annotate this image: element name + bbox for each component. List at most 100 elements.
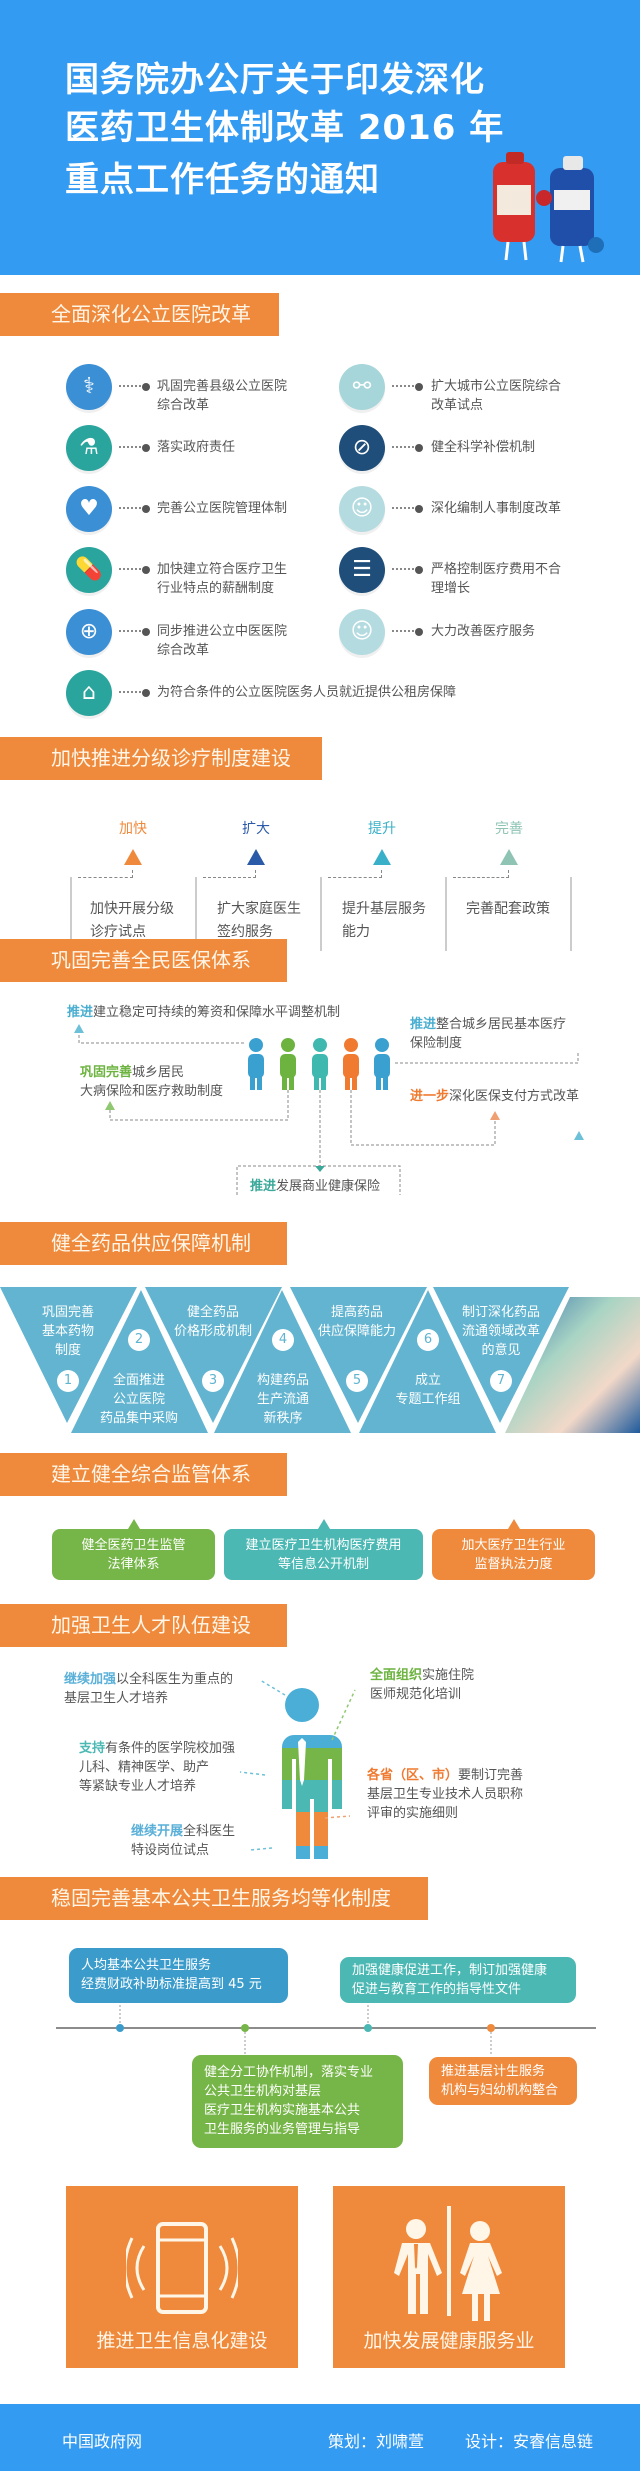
timeline [56, 2005, 596, 2055]
reform-item-text: 严格控制医疗费用不合 [431, 562, 562, 577]
text: 机构与妇幼机构整合 [441, 2083, 559, 2098]
dotted-leader [119, 687, 145, 693]
flask-icon: ⚗ [66, 425, 112, 471]
vibrating-phone-icon [126, 2222, 238, 2314]
bracket-line [203, 870, 256, 878]
dotted-leader [392, 626, 418, 632]
drug-step-line: 药品集中采购 [99, 1411, 178, 1426]
highlight: 进一步 [410, 1089, 450, 1104]
supervision-text: 健全医药卫生监管 [81, 1538, 186, 1553]
highlight: 全面组织 [370, 1668, 423, 1683]
tier-label: 加快 [119, 821, 147, 837]
drug-step-text: 制订深化药品流通领域改革的意见 [446, 1303, 556, 1360]
drug-step-text: 成立专题工作组 [373, 1371, 483, 1409]
tile-label: 推进卫生信息化建设 [96, 2330, 268, 2352]
highlight: 支持 [79, 1741, 106, 1756]
supervision-text: 加大医疗卫生行业 [461, 1538, 566, 1553]
drug-step-line: 巩固完善 [41, 1305, 94, 1320]
footer-designer: 设计：安睿信息链 [465, 2432, 594, 2451]
text: 保险制度 [410, 1036, 463, 1051]
drug-step-line: 公立医院 [112, 1392, 165, 1407]
section-title-public-health: 稳固完善基本公共卫生服务均等化制度 [0, 1877, 428, 1920]
drug-step-line: 基本药物 [41, 1324, 94, 1339]
bracket-line [78, 870, 133, 878]
talent-item-special-posts: 继续开展全科医生特设岗位试点 [131, 1822, 235, 1860]
triangle-7 [433, 1287, 569, 1423]
section-title-medical-insurance: 巩固完善全民医保体系 [0, 939, 287, 982]
tile-health-informatization: 推进卫生信息化建设 [66, 2186, 298, 2368]
bullet-dot [142, 383, 150, 391]
bullet-dot [415, 505, 423, 513]
triangle-3 [145, 1287, 282, 1423]
triangle-2 [71, 1290, 208, 1433]
dotted-leader [119, 381, 145, 387]
text: 加强健康促进工作，制订加强健康 [352, 1963, 548, 1978]
timeline-dot-4 [487, 2024, 495, 2032]
talent-item-residency: 全面组织实施住院医师规范化培训 [370, 1666, 474, 1704]
highlight: 推进 [67, 1005, 94, 1020]
insurance-item-integration: 推进整合城乡居民基本医疗保险制度 [410, 1015, 566, 1053]
reform-item-text: 行业特点的薪酬制度 [157, 581, 275, 596]
highlight: 各省（区、市） [367, 1768, 459, 1783]
bullet-dot [415, 383, 423, 391]
reform-item-text: 同步推进公立中医医院 [157, 624, 288, 639]
drug-step-line: 构建药品 [256, 1373, 309, 1388]
drug-step-line: 全面推进 [112, 1373, 165, 1388]
text: 医疗卫生机构实施基本公共 [204, 2103, 361, 2118]
tier-item-text: 提升基层服务 [342, 901, 426, 917]
timeline-dot-1 [116, 2024, 124, 2032]
tile-label: 加快发展健康服务业 [363, 2330, 535, 2352]
dotted-leader [392, 442, 418, 448]
insurance-item-funding: 推进建立稳定可持续的筹资和保障水平调整机制 [67, 1003, 340, 1022]
drug-step-line: 健全药品 [186, 1305, 239, 1320]
doctor-icon: ☺ [339, 486, 385, 532]
pills-photo [505, 1297, 640, 1433]
reform-item-text: 加快建立符合医疗卫生 [157, 562, 288, 577]
text: 推进基层计生服务 [441, 2064, 546, 2079]
reform-item: 健全科学补偿机制 [431, 438, 535, 457]
nurse-icon: ☺ [339, 609, 385, 655]
drug-step-line: 流通领域改革 [461, 1324, 540, 1339]
reform-item: 巩固完善县级公立医院综合改革 [157, 377, 287, 415]
pill-icon: 💊 [66, 547, 112, 593]
insurance-item-payment: 进一步深化医保支付方式改革 [410, 1087, 579, 1106]
drug-step-line: 生产流通 [256, 1392, 309, 1407]
dotted-leader [392, 503, 418, 509]
tier-item-text: 扩大家庭医生 [217, 901, 301, 917]
timeline-dot-3 [364, 2024, 372, 2032]
triangle-6 [359, 1290, 496, 1433]
timeline-box-coordination: 健全分工协作机制，落实专业公共卫生机构对基层医疗卫生机构实施基本公共卫生服务的业… [192, 2055, 403, 2148]
drug-step-line: 新秩序 [263, 1411, 303, 1426]
step-number: 5 [346, 1370, 368, 1392]
triangle-5 [290, 1287, 427, 1423]
triangle-4 [214, 1290, 351, 1433]
reform-item: 落实政府责任 [157, 438, 235, 457]
highlight: 推进 [410, 1017, 437, 1032]
timeline-box-integration: 推进基层计生服务机构与妇幼机构整合 [429, 2057, 577, 2105]
supervision-text: 法律体系 [107, 1557, 160, 1572]
reform-item-text: 落实政府责任 [157, 440, 236, 455]
tier-label: 扩大 [242, 821, 270, 837]
text: 评审的实施细则 [367, 1806, 459, 1821]
tier-label: 提升 [368, 821, 396, 837]
bullet-dot [415, 444, 423, 452]
step-number: 7 [490, 1370, 512, 1392]
triangle-marker-icon [373, 849, 391, 865]
text: 促进与教育工作的指导性文件 [352, 1982, 522, 1997]
section-title-tiered-diagnosis: 加快推进分级诊疗制度建设 [0, 737, 322, 780]
arrow-triangles [74, 1024, 584, 1172]
bullet-dot [415, 628, 423, 636]
text: 卫生服务的业务管理与指导 [204, 2122, 361, 2137]
reform-item-text: 综合改革 [157, 643, 210, 658]
text: 公共卫生机构对基层 [204, 2084, 322, 2099]
reform-item-text: 完善公立医院管理体制 [157, 501, 288, 516]
tile-health-services: 加快发展健康服务业 [333, 2186, 565, 2368]
tier-item: 提升基层服务能力 [342, 898, 426, 944]
reform-item: 大力改善医疗服务 [431, 622, 535, 641]
text: 发展商业健康保险 [276, 1179, 381, 1194]
text: 有条件的医学院校加强 [105, 1741, 236, 1756]
text: 实施住院 [422, 1668, 475, 1683]
column-divider [570, 877, 572, 951]
bullet-dot [142, 444, 150, 452]
supervision-text: 建立医疗卫生机构医疗费用 [245, 1538, 402, 1553]
